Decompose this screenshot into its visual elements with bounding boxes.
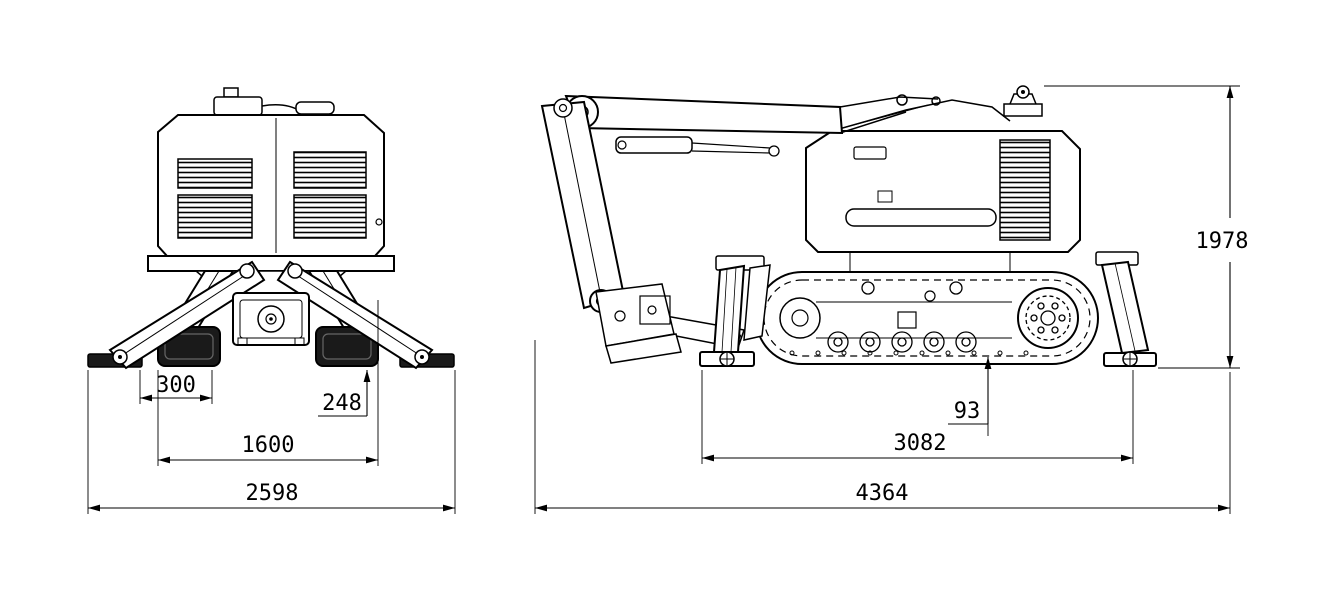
exhaust-assembly: [213, 87, 335, 118]
dim-label-1600: 1600: [242, 433, 295, 458]
dim-label-248: 248: [322, 391, 362, 416]
filler-cap: [853, 146, 887, 160]
vent-grille: [177, 194, 253, 239]
boom-arm: [540, 94, 939, 364]
vent-grille: [177, 158, 253, 189]
dim-track-gauge: 1600: [157, 300, 379, 466]
left-outrigger-arm: [108, 260, 266, 370]
dimensions-side: 1978 93 3082 4364: [534, 85, 1249, 514]
vent-grilles-front: [177, 151, 367, 239]
beacon: [1003, 85, 1043, 117]
dim-ground-clearance: 93: [948, 357, 992, 436]
track-links: [789, 350, 1029, 356]
front-outrigger: [699, 255, 771, 367]
track-assembly: [755, 271, 1099, 365]
dim-overall-height: 1978: [1044, 85, 1249, 369]
front-view: [87, 87, 455, 370]
latch-dot: [375, 218, 383, 226]
front-idler: [779, 297, 821, 339]
drive-sprocket: [1017, 287, 1079, 349]
right-track: [315, 326, 379, 367]
dim-track-width: 300: [139, 370, 213, 404]
dim-label-300: 300: [156, 373, 196, 398]
dim-clearance-front: 248: [318, 370, 371, 417]
hydraulic-cylinder: [615, 136, 780, 157]
dimensions-front: 300 248 1600 2598: [87, 300, 456, 514]
dim-label-1978: 1978: [1196, 229, 1249, 254]
side-view: [540, 85, 1157, 367]
dim-label-3082: 3082: [894, 431, 947, 456]
road-wheels: [827, 281, 977, 353]
dim-outrigger-spread: 2598: [87, 370, 456, 514]
vent-grille: [293, 194, 367, 239]
pivot-dot: [924, 290, 936, 302]
rear-outrigger: [1095, 251, 1157, 367]
handle-slot: [845, 208, 997, 227]
vent-grille-side: [999, 139, 1051, 241]
base-flange: [147, 255, 395, 272]
latch-plate: [877, 190, 893, 203]
vent-grille: [293, 151, 367, 189]
right-outrigger-arm: [276, 260, 434, 370]
dim-label-4364: 4364: [856, 481, 909, 506]
center-gearbox: [232, 292, 310, 346]
dim-outrigger-span: 3082: [701, 370, 1134, 464]
tool-mount: [595, 283, 682, 364]
dim-overall-length: 4364: [534, 340, 1231, 514]
dim-label-2598: 2598: [246, 481, 299, 506]
roof-linkage: [831, 94, 1011, 132]
dim-label-93: 93: [954, 399, 981, 424]
